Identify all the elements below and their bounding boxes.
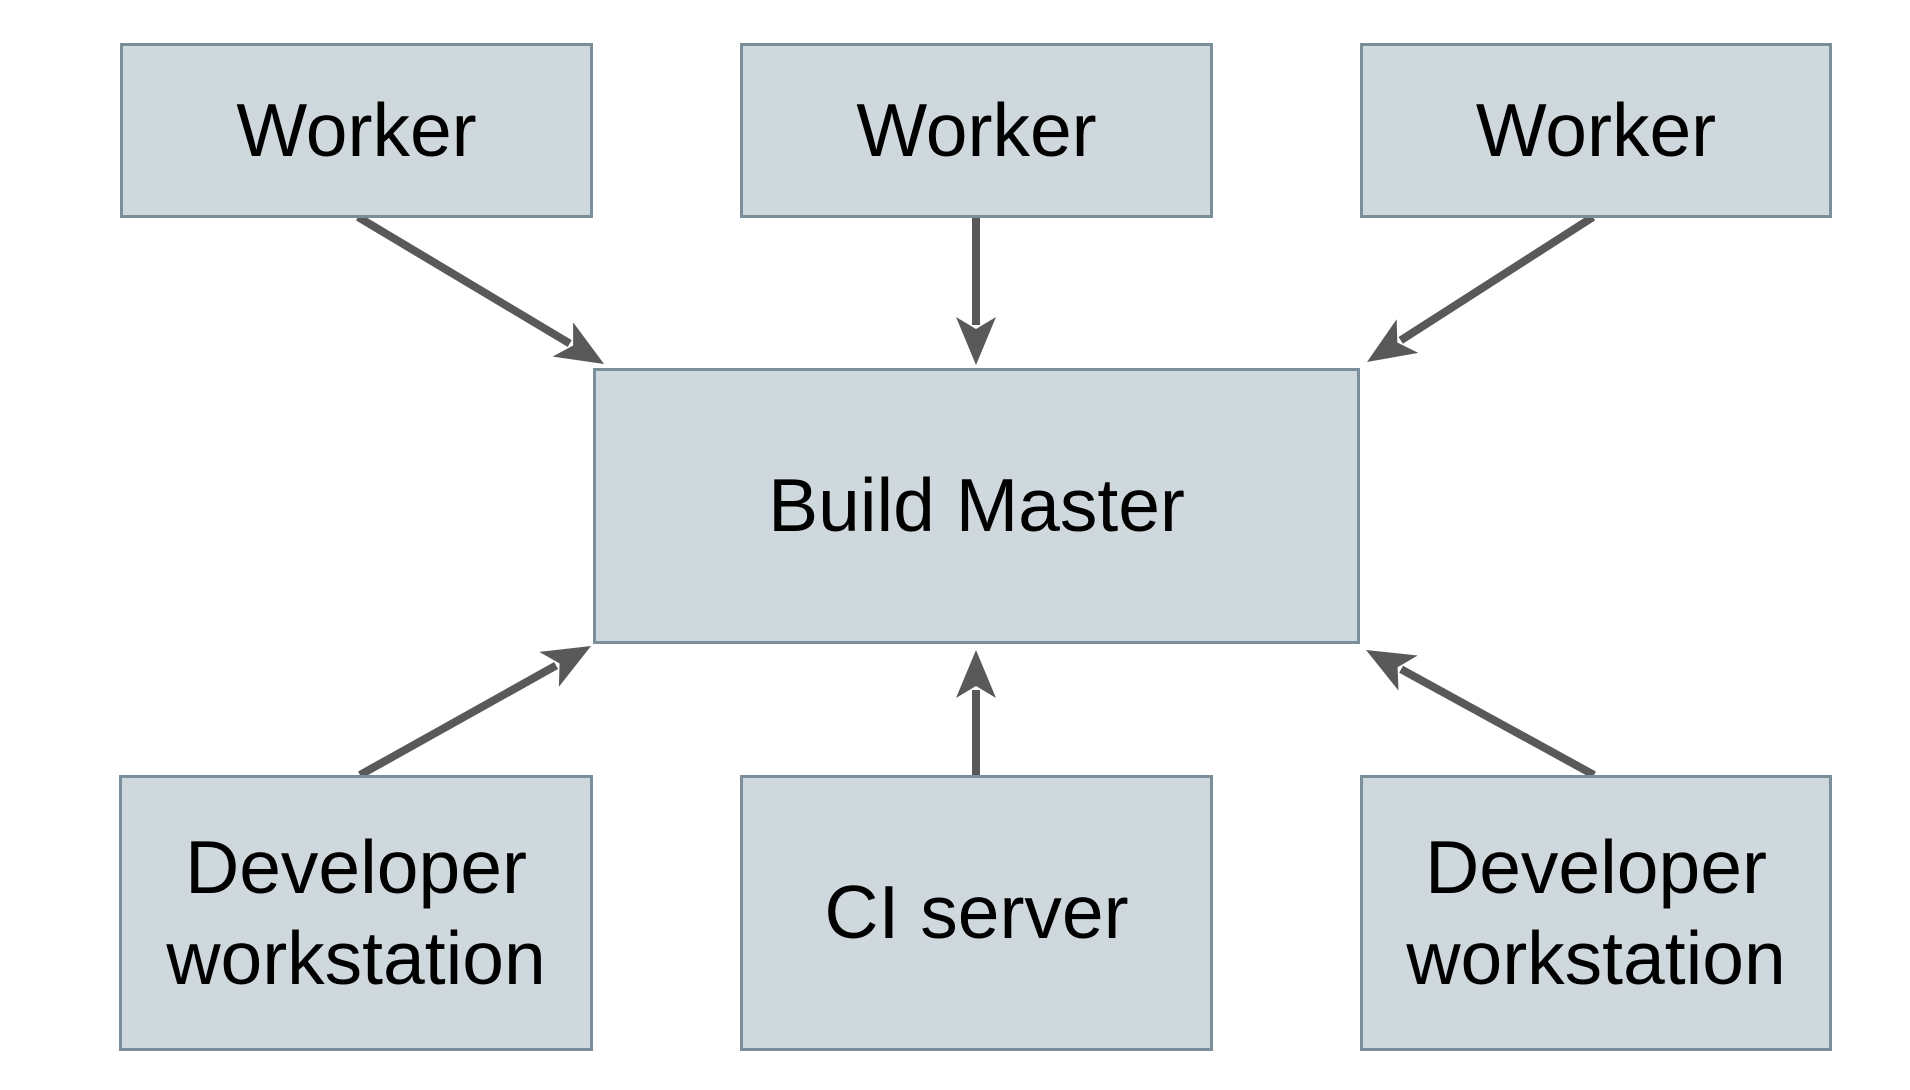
arrow-worker-right-to-build-master [1367,213,1596,363]
node-developer-workstation-right: Developer workstation [1360,775,1832,1051]
node-ci-server-label: CI server [824,870,1129,955]
node-developer-workstation-left: Developer workstation [119,775,593,1051]
node-worker-center: Worker [740,43,1213,218]
node-build-master-label: Build Master [768,463,1185,548]
node-build-master: Build Master [593,368,1360,644]
node-developer-workstation-left-label: Developer workstation [166,824,546,1001]
node-worker-right: Worker [1360,43,1832,218]
node-worker-left-label: Worker [236,87,477,172]
node-developer-workstation-right-label: Developer workstation [1406,824,1786,1001]
arrow-dev-right-to-build-master [1366,649,1596,779]
node-worker-left: Worker [120,43,593,218]
arrow-worker-left-to-build-master [355,213,605,365]
node-ci-server: CI server [740,775,1213,1051]
arrow-dev-left-to-build-master [358,645,592,779]
node-worker-center-label: Worker [856,87,1097,172]
node-worker-right-label: Worker [1475,87,1717,172]
